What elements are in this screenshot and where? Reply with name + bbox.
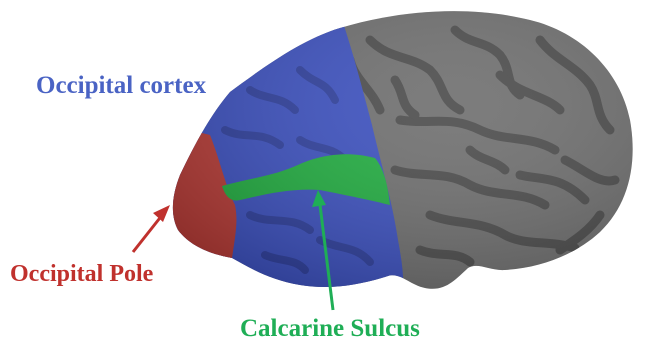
calcarine-sulcus-label: Calcarine Sulcus [240,316,420,341]
occipital-pole-label: Occipital Pole [10,262,153,286]
surface-shading [160,0,645,300]
occipital-cortex-label: Occipital cortex [36,73,206,98]
occipital-pole-arrow [133,205,170,252]
